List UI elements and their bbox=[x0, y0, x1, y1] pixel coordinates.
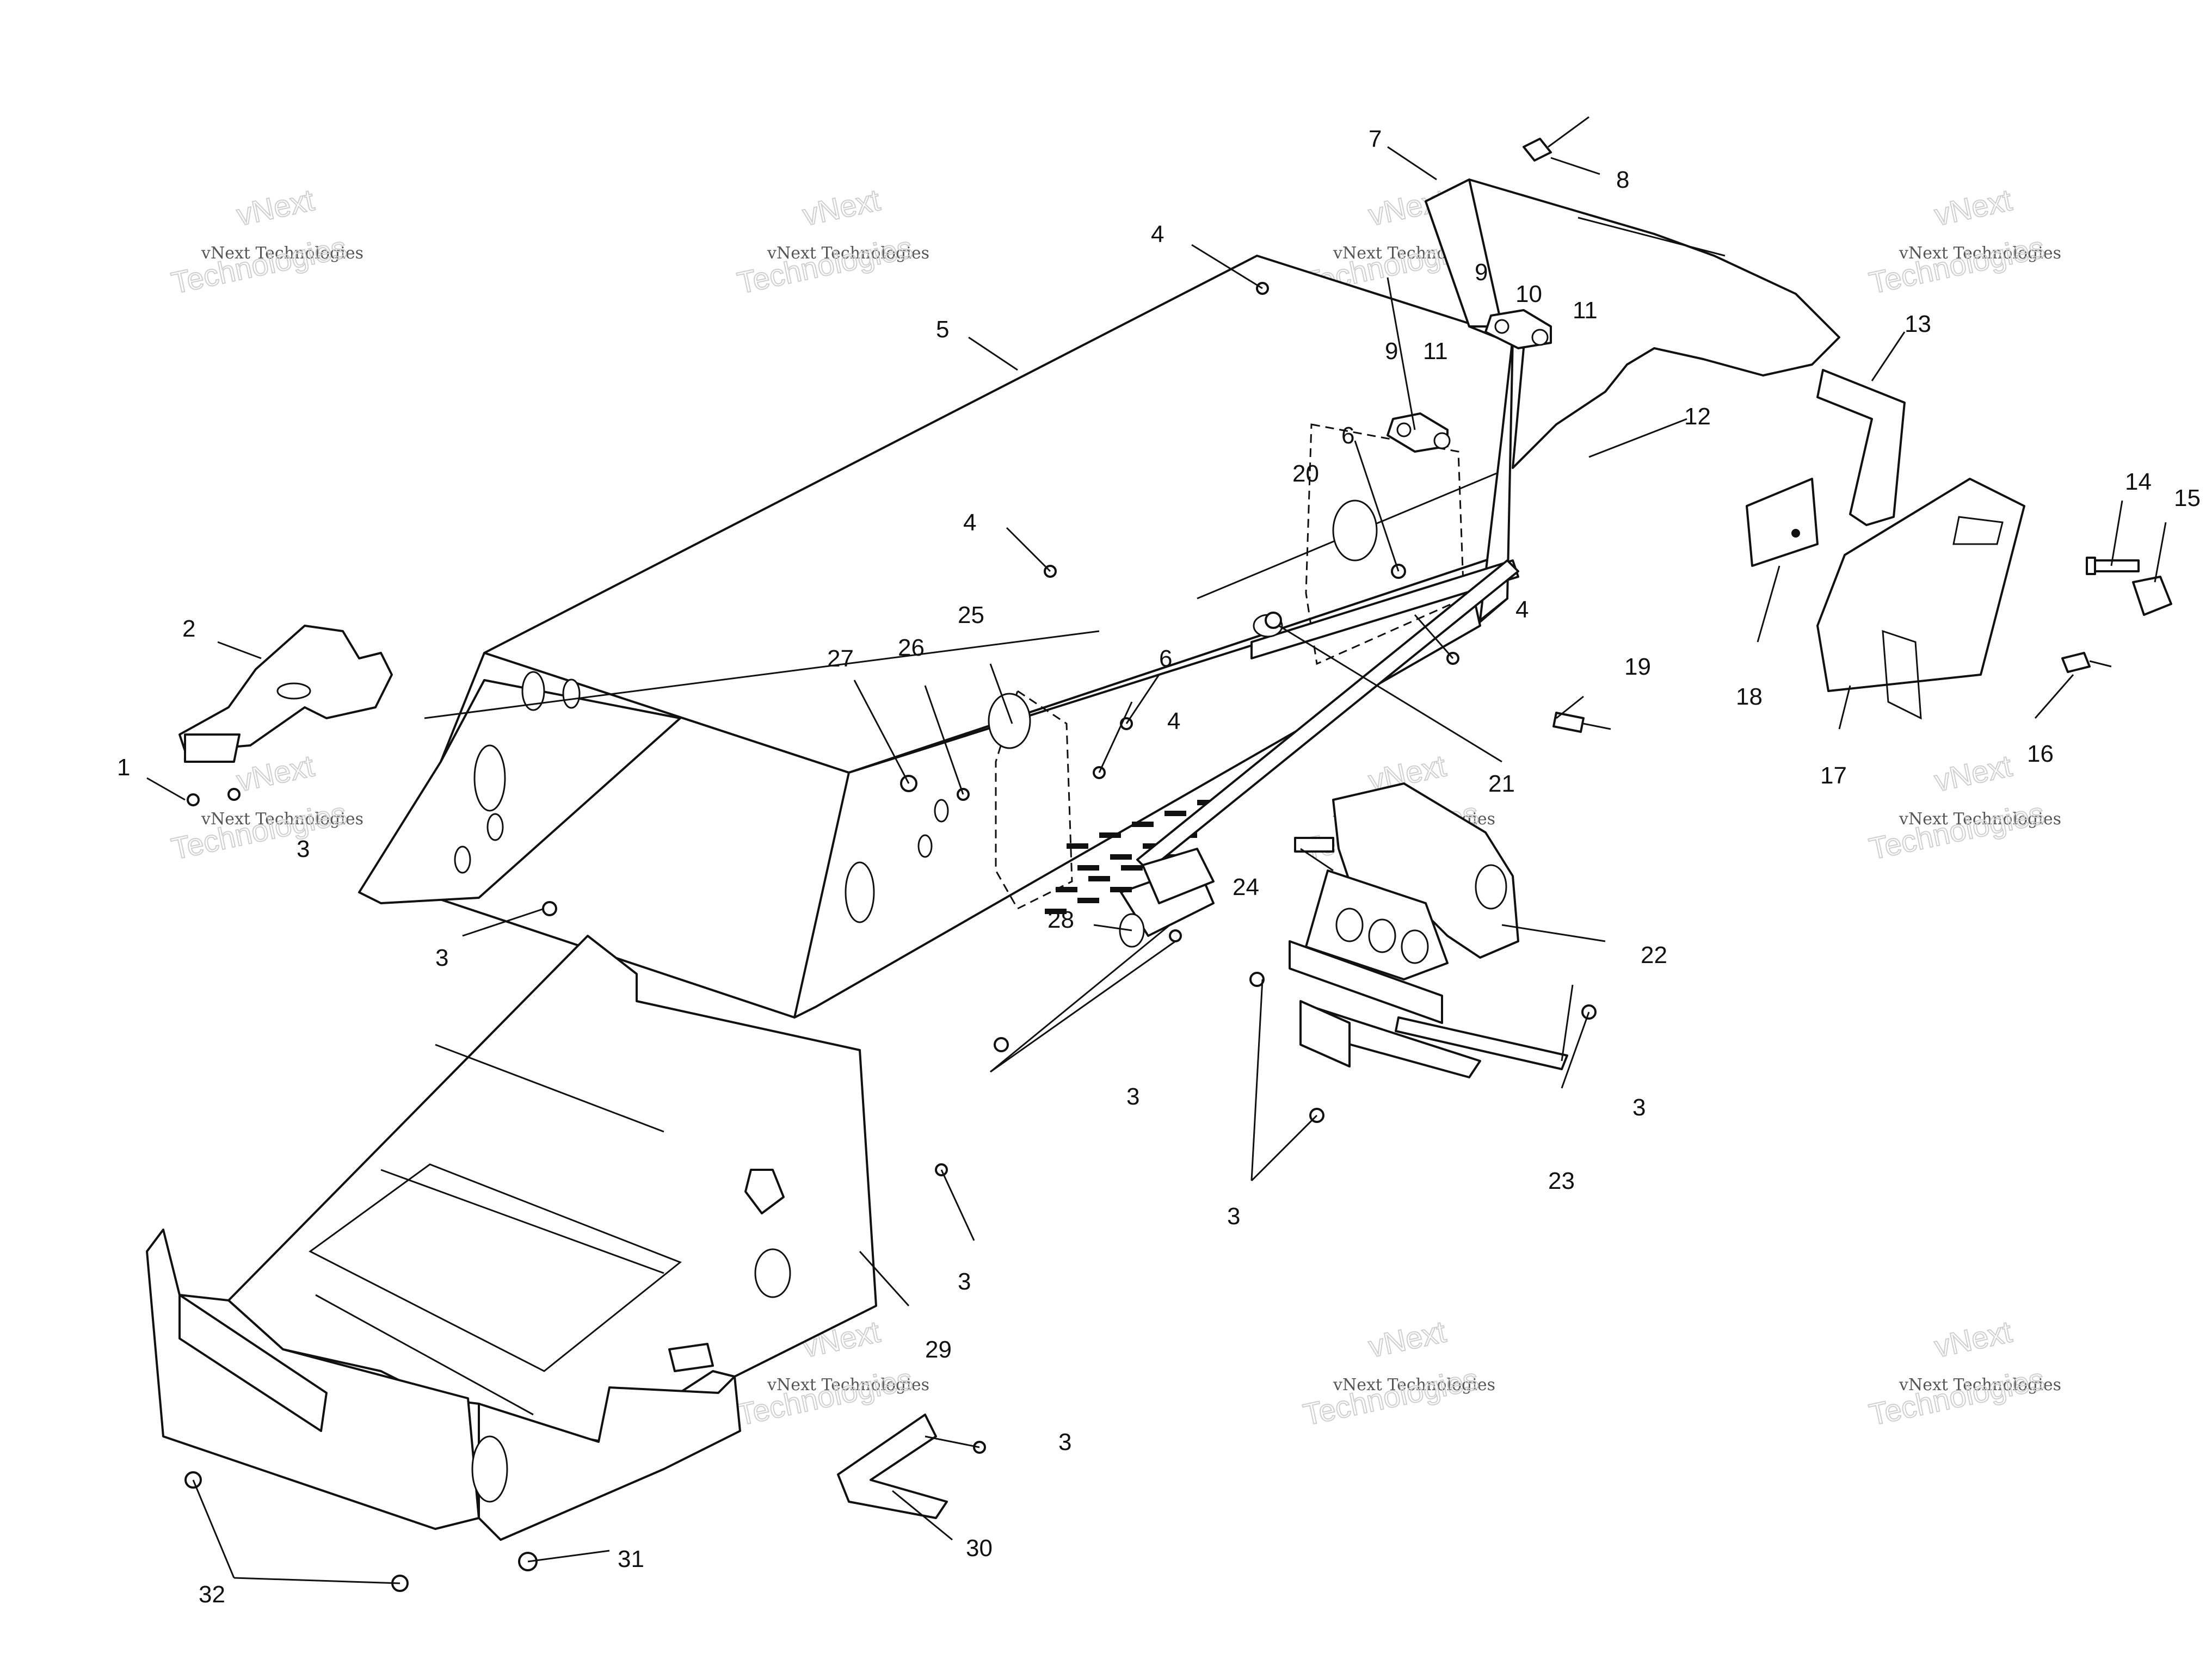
callout-9: 9 bbox=[1385, 338, 1398, 365]
watermark-vnext: vNext bbox=[1931, 182, 2015, 232]
callout-21: 21 bbox=[1488, 770, 1515, 797]
callout-17: 17 bbox=[1820, 762, 1847, 789]
watermark-vnext-technologies: vNext Technologies bbox=[1333, 1375, 1495, 1395]
watermark-vnext: vNext bbox=[1931, 748, 2015, 798]
callout-3: 3 bbox=[1227, 1203, 1240, 1230]
callout-4: 4 bbox=[1167, 708, 1180, 735]
callout-3: 3 bbox=[297, 836, 310, 862]
callout-4: 4 bbox=[963, 509, 976, 536]
callout-3: 3 bbox=[1058, 1429, 1071, 1455]
bracket-13 bbox=[1816, 369, 1906, 526]
watermark-technologies: Technologies bbox=[1866, 1361, 2047, 1432]
bracket-22 bbox=[1289, 782, 1519, 1078]
watermark-technologies: Technologies bbox=[168, 230, 349, 300]
sleeve-15 bbox=[2132, 576, 2172, 616]
leader-lines bbox=[146, 146, 2167, 1584]
callout-15: 15 bbox=[2174, 485, 2201, 511]
callout-13: 13 bbox=[1905, 311, 1931, 337]
callout-labels: 1 2 3 3 3 3 3 3 3 4 4 4 4 5 6 6 7 8 9 9 … bbox=[117, 126, 2201, 1608]
block-18 bbox=[1746, 478, 1819, 567]
callout-26: 26 bbox=[898, 634, 925, 661]
rear-flap-part bbox=[1387, 178, 1840, 469]
callout-4: 4 bbox=[1515, 596, 1529, 623]
rod-23 bbox=[1395, 984, 1574, 1070]
watermark-vnext-technologies: vNext Technologies bbox=[1899, 810, 2061, 829]
callout-3: 3 bbox=[1632, 1094, 1646, 1121]
callout-4: 4 bbox=[1151, 221, 1164, 248]
callout-14: 14 bbox=[2125, 468, 2152, 495]
callout-11: 11 bbox=[1573, 297, 1598, 324]
callout-5: 5 bbox=[936, 316, 949, 343]
callout-9: 9 bbox=[1475, 259, 1488, 286]
callout-6: 6 bbox=[1159, 645, 1172, 672]
callout-2: 2 bbox=[182, 615, 195, 642]
callout-19: 19 bbox=[1624, 653, 1651, 680]
bracket-30 bbox=[837, 1414, 948, 1519]
callout-20: 20 bbox=[1292, 460, 1319, 487]
callout-11: 11 bbox=[1423, 338, 1448, 365]
callout-28: 28 bbox=[1048, 906, 1074, 933]
vent-slots bbox=[1045, 800, 1219, 914]
guard-17 bbox=[1816, 478, 2025, 720]
callout-3: 3 bbox=[958, 1268, 971, 1295]
watermark-technologies: Technologies bbox=[1866, 230, 2047, 300]
callout-24: 24 bbox=[1233, 874, 1259, 900]
roller-28 bbox=[1119, 848, 1215, 948]
callout-22: 22 bbox=[1641, 942, 1667, 968]
callout-8: 8 bbox=[1616, 166, 1629, 193]
callout-23: 23 bbox=[1548, 1168, 1575, 1194]
watermark-vnext-technologies: vNext Technologies bbox=[767, 1375, 929, 1395]
watermark-technologies: Technologies bbox=[1866, 795, 2047, 866]
callout-30: 30 bbox=[966, 1535, 993, 1562]
watermark-technologies: Technologies bbox=[734, 230, 915, 300]
watermark-technologies: Technologies bbox=[168, 795, 349, 866]
callout-32: 32 bbox=[199, 1581, 225, 1608]
callout-6: 6 bbox=[1341, 422, 1354, 449]
tunnel-part bbox=[358, 255, 1519, 1019]
watermark-vnext: vNext bbox=[233, 748, 317, 798]
watermark-vnext: vNext bbox=[799, 182, 883, 232]
bolt-14 bbox=[2086, 557, 2140, 575]
callout-7: 7 bbox=[1369, 126, 1382, 152]
callout-12: 12 bbox=[1684, 403, 1711, 430]
bolt-19 bbox=[1552, 712, 1611, 733]
callout-25: 25 bbox=[958, 602, 984, 628]
callout-18: 18 bbox=[1736, 683, 1763, 710]
bolt-8 bbox=[1523, 116, 1589, 162]
callout-29: 29 bbox=[925, 1336, 952, 1363]
watermark-vnext-technologies: vNext Technologies bbox=[1899, 1375, 2061, 1395]
clip-16 bbox=[2061, 652, 2112, 673]
watermark-vnext-technologies: vNext Technologies bbox=[767, 244, 929, 263]
watermark-vnext-technologies: vNext Technologies bbox=[201, 244, 363, 263]
callout-3: 3 bbox=[435, 945, 448, 971]
watermark-vnext: vNext bbox=[233, 182, 317, 232]
watermark-vnext: vNext bbox=[1931, 1314, 2015, 1363]
watermark-vnext-technologies: vNext Technologies bbox=[1899, 244, 2061, 263]
callout-10: 10 bbox=[1515, 281, 1542, 307]
callout-27: 27 bbox=[827, 645, 854, 672]
callout-31: 31 bbox=[618, 1546, 644, 1572]
watermark-vnext: vNext bbox=[1365, 1314, 1449, 1363]
watermark-vnext-technologies: vNext Technologies bbox=[201, 810, 363, 829]
callout-3: 3 bbox=[1126, 1083, 1139, 1110]
watermark-technologies: Technologies bbox=[1300, 1361, 1481, 1432]
callout-1: 1 bbox=[117, 754, 130, 781]
bracket-2 bbox=[178, 625, 393, 763]
watermark-technologies: Technologies bbox=[734, 1361, 915, 1432]
callout-16: 16 bbox=[2027, 741, 2054, 767]
cradle-29 bbox=[146, 935, 877, 1541]
pin-24 bbox=[1294, 837, 1334, 853]
